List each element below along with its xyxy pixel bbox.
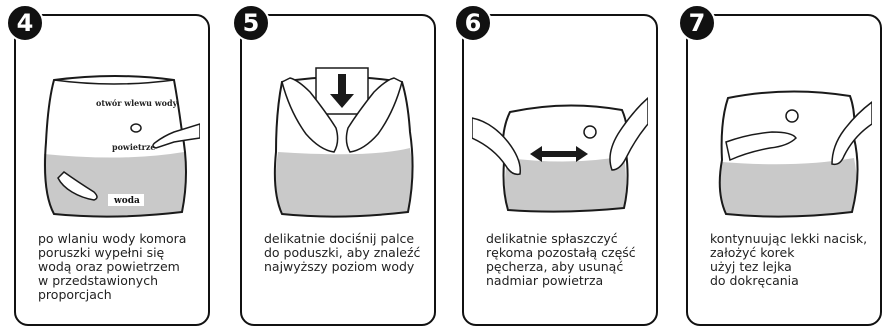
filler-cap-icon: [131, 124, 141, 132]
double-arrow-icon: [530, 146, 588, 162]
step-4-caption: po wlaniu wody komora poruszki wypełni s…: [38, 232, 208, 302]
pillow-water-area: [505, 156, 626, 212]
label-water: woda: [113, 196, 140, 206]
pillow-water-area: [276, 148, 413, 217]
pillow-top-seam: [54, 80, 174, 84]
hand-right-icon: [153, 124, 200, 148]
hand-left-icon: [472, 118, 520, 174]
step-number-badge: 4: [6, 4, 44, 42]
step-panel-6: 6 delikatnie spłaszczyć rękoma pozostałą…: [462, 14, 658, 326]
step-panel-4: 4 otwór wlewu wody powietrze woda po wla…: [14, 14, 210, 326]
step-6-caption: delikatnie spłaszczyć rękoma pozostałą c…: [486, 232, 656, 288]
label-air: powietrze: [112, 142, 156, 152]
step-6-illustration: [472, 42, 648, 228]
step-number-badge: 5: [232, 4, 270, 42]
step-4-illustration: otwór wlewu wody powietrze woda: [24, 42, 200, 228]
label-opening: otwór wlewu wody: [96, 98, 178, 108]
hand-right-icon: [832, 102, 872, 164]
step-number-badge: 7: [678, 4, 716, 42]
step-7-caption: kontynuując lekki nacisk, założyć korek …: [710, 232, 880, 288]
step-7-illustration: [696, 42, 872, 228]
filler-cap-icon: [786, 110, 798, 122]
step-5-illustration: [250, 42, 426, 228]
pillow-water-area: [720, 158, 857, 217]
step-panel-7: 7 kontynuując lekki nacisk, założyć kore…: [686, 14, 882, 326]
hand-left-icon: [726, 132, 796, 160]
filler-cap-icon: [584, 126, 596, 138]
step-number-badge: 6: [454, 4, 492, 42]
step-5-caption: delikatnie dociśnij palce do poduszki, a…: [264, 232, 434, 274]
step-panel-5: 5 delikatnie dociśnij palce do poduszki,…: [240, 14, 436, 326]
